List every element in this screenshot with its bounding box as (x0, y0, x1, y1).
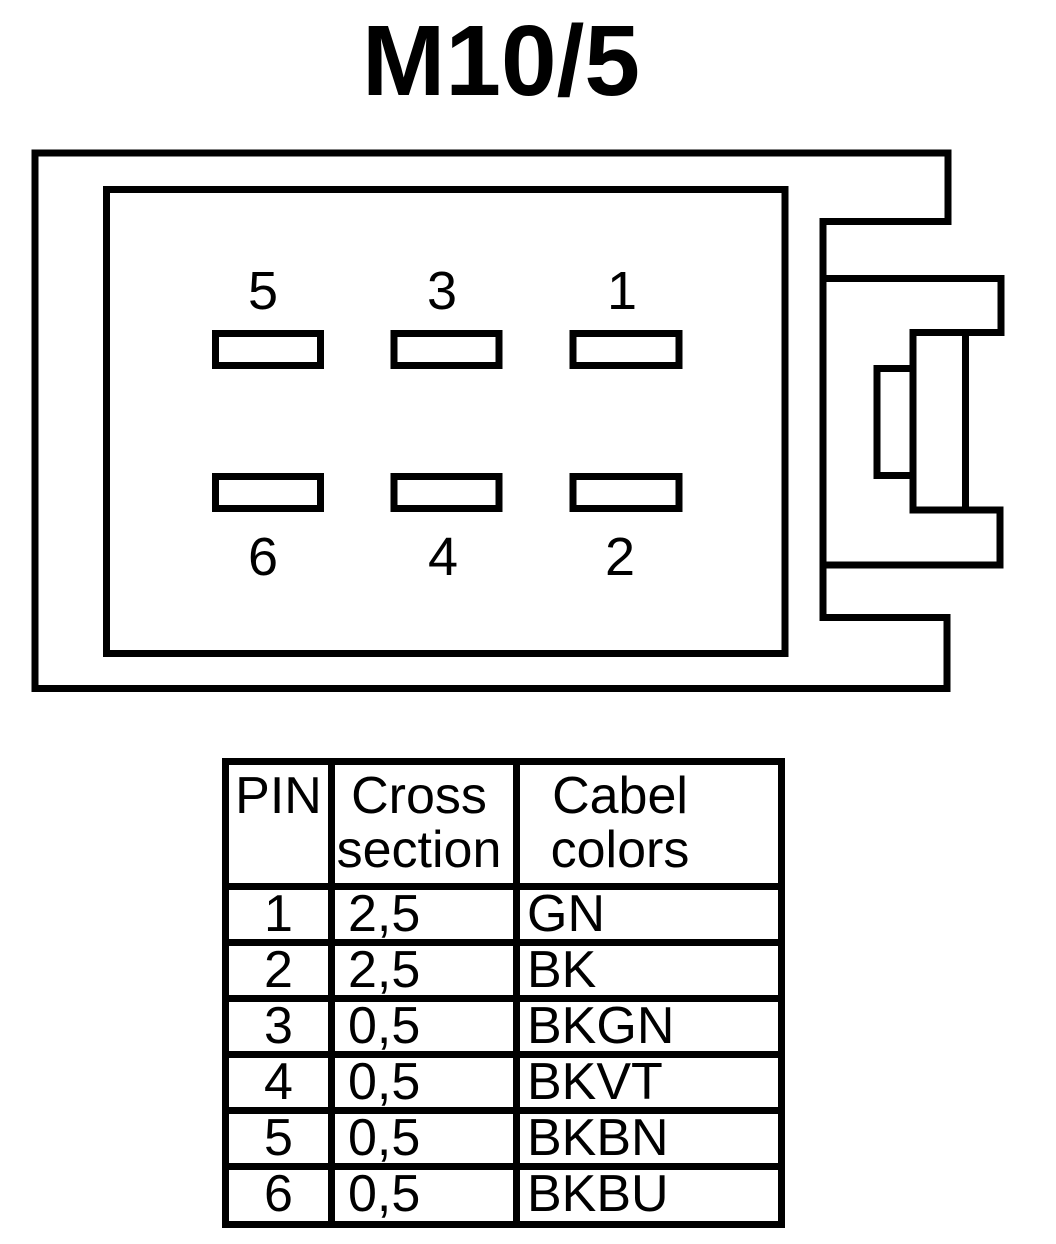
connector-inner-face (103, 186, 789, 657)
pin-slot-2 (569, 473, 683, 512)
pin-label-6: 6 (248, 527, 278, 587)
table-cell-pin: 6 (229, 1170, 335, 1221)
pin-slot-4 (390, 473, 503, 512)
table-cell-cabel-color: BKGN (520, 1002, 778, 1058)
table-cell-pin: 3 (229, 1002, 335, 1058)
table-header-cross-section: Cross section (335, 765, 520, 890)
pin-label-1: 1 (607, 261, 637, 321)
pin-label-3: 3 (427, 261, 457, 321)
table-cell-cabel-color: BKBU (527, 1170, 669, 1221)
table-cell-cabel-color: GN (520, 890, 778, 946)
pinout-table: PIN Cross section Cabel colors 1 2,5 GN … (222, 758, 785, 1228)
table-cell-cross-section: 0,5 (335, 1114, 520, 1170)
table-cell-pin: 1 (229, 890, 335, 946)
pin-label-5: 5 (248, 261, 278, 321)
table-header-pin: PIN (229, 765, 335, 890)
table-cell-cross-section: 0,5 (335, 1170, 520, 1221)
table-cell-cabel-color: BK (520, 946, 778, 1002)
table-cell-cabel-color: BKBN (520, 1114, 778, 1170)
pin-slot-1 (569, 330, 683, 369)
pin-slot-3 (390, 330, 503, 369)
table-cell-cross-section: 2,5 (335, 946, 520, 1002)
table-cell-cross-section: 0,5 (335, 1002, 520, 1058)
table-cell-cross-section: 2,5 (335, 890, 520, 946)
table-cell-pin: 4 (229, 1058, 335, 1114)
table-cell-cross-section: 0,5 (335, 1058, 520, 1114)
pin-slot-6 (212, 473, 324, 512)
pin-slot-5 (212, 330, 324, 369)
pin-label-4: 4 (428, 527, 458, 587)
page-title: M10/5 (362, 5, 640, 117)
table-header-cabel-colors: Cabel colors (520, 765, 778, 890)
keying-tab-outline (873, 365, 916, 479)
connector-drawing: 5 3 1 6 4 2 (31, 149, 1005, 692)
pin-label-2: 2 (605, 527, 635, 587)
table-cell-cabel-color: BKVT (520, 1058, 778, 1114)
table-cell-pin: 5 (229, 1114, 335, 1170)
table-cell-pin: 2 (229, 946, 335, 1002)
keying-bracket-outline (823, 275, 1005, 569)
